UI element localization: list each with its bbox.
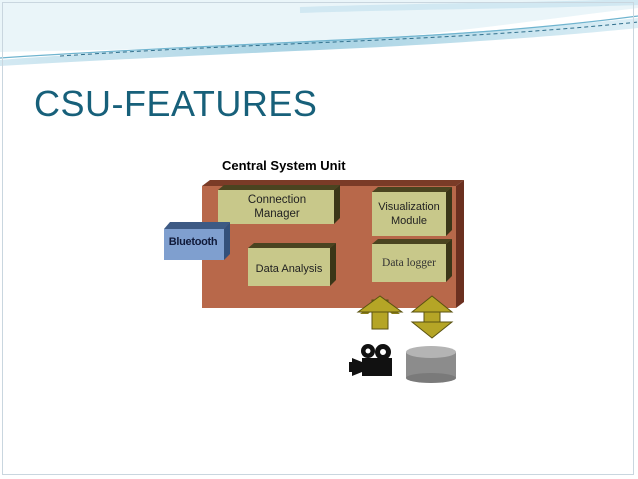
connection-manager-module — [218, 185, 340, 224]
bluetooth-label: Bluetooth — [168, 236, 218, 248]
slide-title: CSU-FEATURES — [34, 83, 318, 124]
data-logger-module — [372, 239, 452, 282]
database-cylinder-icon — [406, 346, 456, 383]
slide-frame — [2, 2, 634, 475]
header-wave-decoration — [0, 0, 638, 66]
visualization-module-box — [372, 187, 452, 236]
double-arrow-icon — [410, 295, 454, 339]
visualization-module-label: Visualization Module — [378, 201, 440, 227]
data-logger-label: Data logger — [382, 257, 436, 269]
connection-manager-label: Connection Manager — [247, 194, 307, 220]
video-camera-icon — [349, 344, 392, 376]
central-system-unit-label: Central System Unit — [222, 158, 346, 173]
data-analysis-module — [248, 243, 336, 286]
up-arrow-icon — [356, 295, 404, 330]
bluetooth-module — [164, 222, 230, 260]
data-analysis-label: Data Analysis — [255, 263, 323, 275]
